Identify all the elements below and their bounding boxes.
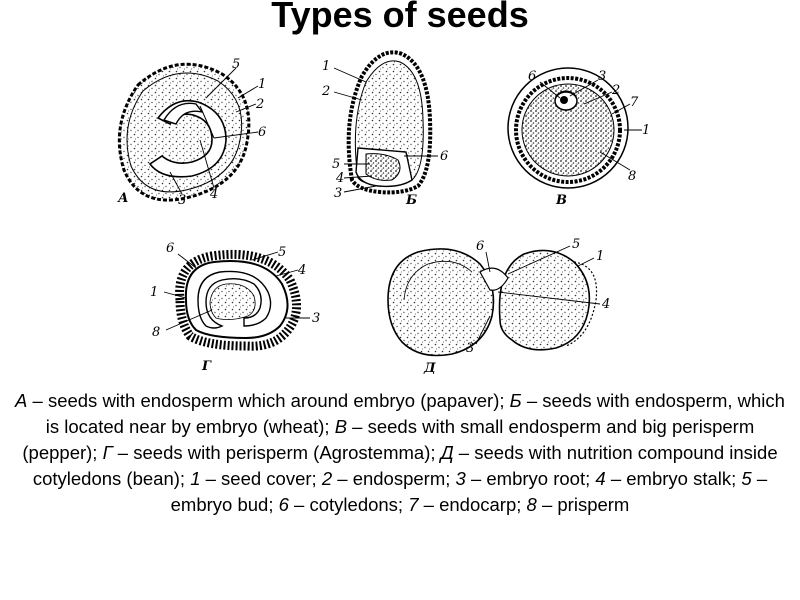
leader-line: [205, 67, 237, 99]
caption-key: 8: [526, 494, 537, 515]
leader-line: [497, 291, 601, 305]
caption-key: 3: [455, 468, 466, 489]
caption-text: – seeds with nutrition compound inside c…: [32, 442, 778, 489]
seed-figure-b: 1 2 6 5 4 3 Б: [321, 50, 448, 208]
label-g-1: 1: [150, 285, 158, 300]
label-v-3: 3: [598, 69, 606, 84]
caption-text: – seeds with small endosperm and big per…: [22, 416, 755, 463]
caption-text: – embryo root;: [465, 468, 596, 489]
caption-text: – cotyledons;: [288, 494, 409, 515]
leader-line: [343, 175, 373, 179]
leader-line: [165, 309, 213, 331]
caption-b: Б: [405, 193, 417, 208]
label-d-4: 4: [601, 297, 610, 312]
label-d-1: 1: [596, 249, 604, 264]
caption-g: Г: [201, 359, 212, 374]
caption-text: – endocarp;: [418, 494, 527, 515]
legend-caption: А – seeds with endosperm which around em…: [8, 388, 792, 518]
leader-line: [577, 257, 595, 267]
label-a-6: 6: [258, 125, 266, 140]
label-a-4: 4: [209, 187, 218, 202]
label-d-5: 5: [572, 237, 580, 252]
label-g-4: 4: [297, 263, 306, 278]
caption-key: 7: [408, 494, 419, 515]
caption-key: 4: [595, 468, 606, 489]
caption-text: – prisperm: [536, 494, 630, 515]
label-v-1: 1: [642, 123, 650, 138]
leader-line: [213, 131, 259, 139]
leader-line: [237, 85, 259, 99]
caption-key: Г: [102, 442, 113, 463]
label-d-3: 3: [466, 341, 474, 356]
label-b-5: 5: [332, 157, 340, 172]
leader-line: [611, 103, 631, 115]
label-g-3: 3: [312, 311, 320, 326]
label-a-3: 3: [178, 193, 186, 208]
leader-line: [251, 251, 279, 261]
label-g-6: 6: [166, 241, 174, 256]
seed-types-figure: 5 1 2 6 4 3 А 1 2 6 5 4 3 Б: [117, 50, 650, 376]
label-a-2: 2: [255, 97, 264, 112]
caption-key: 2: [321, 468, 333, 489]
label-v-6: 6: [528, 69, 536, 84]
leader-line: [333, 91, 363, 101]
leader-line: [333, 67, 367, 83]
caption-key: 6: [278, 494, 289, 515]
label-v-7: 7: [630, 95, 639, 110]
label-a-5: 5: [232, 57, 240, 72]
label-v-8: 8: [628, 169, 636, 184]
leader-line: [507, 245, 571, 275]
caption-text: – seeds with perisperm (Agrostemma);: [112, 442, 441, 463]
label-b-3: 3: [334, 186, 342, 201]
caption-key: Д: [440, 442, 454, 463]
leader-line: [485, 251, 491, 273]
caption-text: – endosperm;: [332, 468, 456, 489]
page-title: Types of seeds: [271, 0, 529, 35]
label-b-2: 2: [321, 84, 330, 99]
caption-text: – embryo stalk;: [605, 468, 742, 489]
leader-line: [199, 139, 215, 189]
caption-key: 5: [741, 468, 752, 489]
leader-line: [475, 315, 491, 345]
caption-text: – seeds with endosperm which around embr…: [27, 390, 510, 411]
caption-key: А: [15, 390, 28, 411]
leader-line: [177, 253, 197, 269]
seed-figure-a: 5 1 2 6 4 3 А: [117, 57, 266, 208]
caption-d: Д: [423, 361, 436, 376]
caption-v: В: [555, 193, 567, 208]
seed-figure-v: 6 3 2 7 1 8 В: [507, 67, 650, 208]
label-v-2: 2: [611, 83, 620, 98]
leader-line: [343, 185, 377, 193]
caption-a: А: [117, 191, 129, 206]
label-b-6: 6: [440, 149, 448, 164]
leader-line: [539, 81, 561, 99]
caption-key: Б: [509, 390, 522, 411]
caption-key: 1: [190, 468, 201, 489]
caption-text: – embryo bud;: [170, 468, 768, 515]
label-g-5: 5: [278, 245, 286, 260]
caption-text: – seed cover;: [200, 468, 322, 489]
seed-figure-g: 6 5 4 1 3 8 Г: [150, 241, 320, 374]
seed-figure-d: 6 5 1 4 3 Д: [387, 237, 610, 376]
leader-line: [235, 103, 257, 113]
caption-text: – seeds with endosperm, which is located…: [45, 390, 785, 437]
label-d-6: 6: [476, 239, 484, 254]
label-a-1: 1: [258, 77, 266, 92]
leader-line: [569, 79, 599, 97]
label-g-8: 8: [152, 325, 160, 340]
label-b-4: 4: [335, 171, 344, 186]
leader-line: [583, 91, 613, 105]
leader-line: [163, 291, 187, 299]
leader-line: [275, 269, 299, 277]
caption-key: В: [334, 416, 348, 437]
leader-line: [169, 171, 183, 195]
label-b-1: 1: [322, 59, 330, 74]
leader-line: [599, 151, 631, 171]
